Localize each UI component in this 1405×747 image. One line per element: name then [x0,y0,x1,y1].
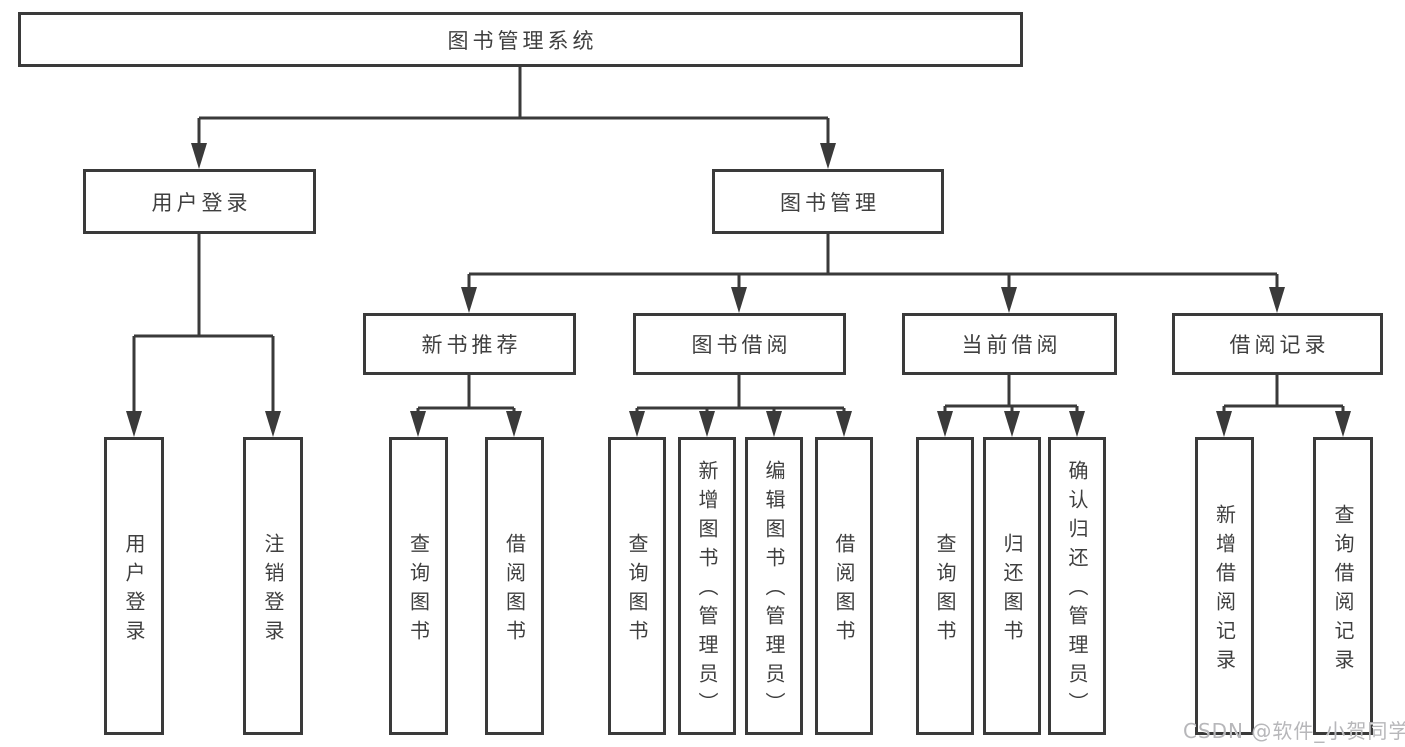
leaf-confirm-return-admin-label: 确认归还（管理员） [1065,460,1089,721]
node-book-management-label: 图书管理 [780,190,880,215]
node-book-management: 图书管理 [712,169,944,234]
leaf-query-books-borrow: 查询图书 [608,437,666,735]
node-borrow-records-label: 借阅记录 [1229,333,1330,357]
leaf-edit-book-admin: 编辑图书（管理员） [745,437,803,735]
node-new-book-recommend-label: 新书推荐 [421,333,522,357]
node-user-login: 用户登录 [83,169,316,234]
leaf-return-book: 归还图书 [983,437,1041,735]
node-new-book-recommend: 新书推荐 [363,313,576,375]
leaf-query-borrow-record-label: 查询借阅记录 [1331,503,1355,678]
node-root: 图书管理系统 [18,12,1023,67]
node-user-login-label: 用户登录 [151,190,252,215]
leaf-borrow-books-recommend-label: 借阅图书 [502,532,527,649]
leaf-query-books-recommend: 查询图书 [389,437,448,735]
leaf-return-book-label: 归还图书 [1000,532,1024,649]
leaf-query-books-recommend-label: 查询图书 [406,532,431,649]
leaf-query-borrow-record: 查询借阅记录 [1313,437,1373,735]
leaf-user-login-label: 用户登录 [122,532,146,649]
watermark: CSDN @软件_小贺同学 [1183,719,1405,743]
leaf-borrow-books-recommend: 借阅图书 [485,437,544,735]
leaf-confirm-return-admin: 确认归还（管理员） [1048,437,1106,735]
leaf-logout-label: 注销登录 [261,532,285,649]
node-book-borrow-label: 图书借阅 [691,333,792,357]
leaf-add-book-admin: 新增图书（管理员） [678,437,736,735]
leaf-borrow-books-label: 借阅图书 [832,532,856,649]
leaf-add-borrow-record: 新增借阅记录 [1195,437,1254,735]
leaf-edit-book-admin-label: 编辑图书（管理员） [762,460,786,721]
leaf-add-book-admin-label: 新增图书（管理员） [695,460,719,721]
leaf-query-books-borrow-label: 查询图书 [625,532,649,649]
leaf-query-books-current-label: 查询图书 [933,532,957,649]
leaf-borrow-books: 借阅图书 [815,437,873,735]
leaf-add-borrow-record-label: 新增借阅记录 [1212,503,1237,678]
leaf-query-books-current: 查询图书 [916,437,974,735]
node-current-borrow-label: 当前借阅 [961,333,1062,357]
node-root-label: 图书管理系统 [447,28,598,53]
node-book-borrow: 图书借阅 [633,313,846,375]
leaf-logout: 注销登录 [243,437,303,735]
node-borrow-records: 借阅记录 [1172,313,1383,375]
node-current-borrow: 当前借阅 [902,313,1117,375]
leaf-user-login: 用户登录 [104,437,164,735]
